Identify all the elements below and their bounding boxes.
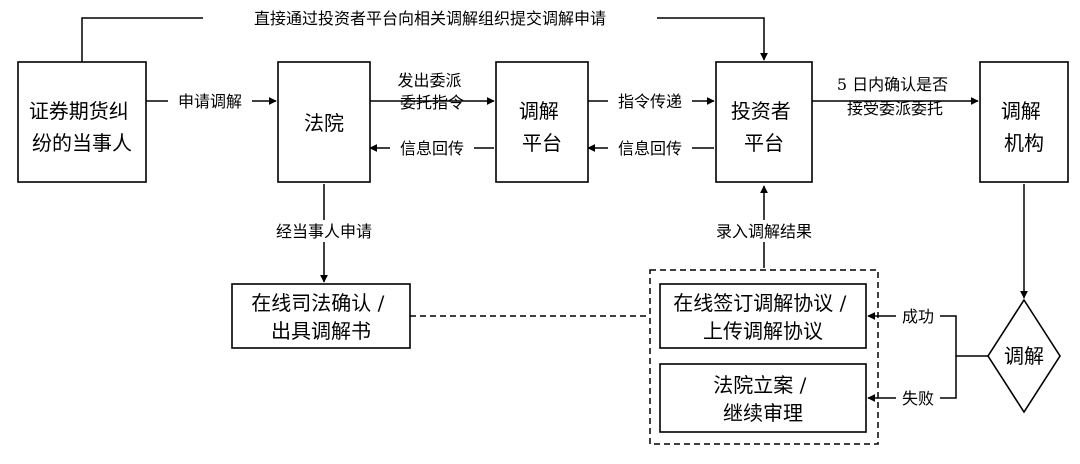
node-investor-platform — [715, 61, 813, 183]
svg-text:调解 机构: 调解 机构 — [1001, 99, 1047, 155]
label-failure: 失败 — [902, 389, 934, 408]
label-record-result: 录入调解结果 — [716, 222, 812, 241]
mediation-platform-label-line2: 平台 — [522, 131, 562, 155]
label-success: 成功 — [902, 307, 934, 326]
svg-text:发出委派 委托指令: 发出委派 委托指令 — [397, 71, 466, 112]
node-decision — [987, 298, 1061, 414]
svg-text:在线签订调解协议 / 上传调解协议: 在线签订调解协议 / 上传调解协议 — [673, 291, 852, 343]
node-mediation-platform — [495, 61, 589, 183]
svg-text:投资者 平台: 投资者 平台 — [731, 99, 797, 155]
svg-text:调解 平台: 调解 平台 — [519, 99, 565, 155]
label-info-return-court: 信息回传 — [400, 139, 464, 158]
party-label-line1: 证券期货纠 — [29, 99, 129, 123]
svg-text:在线司法确认 / 出具调解书: 在线司法确认 / 出具调解书 — [251, 291, 390, 343]
label-party-apply: 经当事人申请 — [276, 222, 372, 241]
party-label-line2: 纷的当事人 — [32, 131, 132, 155]
dashed-group — [649, 269, 879, 445]
node-mediation-org — [979, 61, 1069, 183]
sign-agreement-label-line1: 在线签订调解协议 / — [673, 291, 846, 315]
court-label: 法院 — [304, 111, 344, 135]
court-filing-label-line2: 继续审理 — [723, 401, 803, 425]
mediation-platform-label-line1: 调解 — [519, 99, 559, 123]
node-party — [17, 61, 147, 183]
label-issue-order-line2: 委托指令 — [400, 93, 464, 112]
label-issue-order-line1: 发出委派 — [397, 71, 461, 90]
mediation-org-label-line2: 机构 — [1004, 131, 1044, 155]
svg-text:5 日内确认是否 接受委派委托: 5 日内确认是否 接受委派委托 — [837, 75, 953, 118]
online-judicial-label-line1: 在线司法确认 / — [251, 291, 384, 315]
mediation-org-label-line1: 调解 — [1001, 99, 1041, 123]
label-direct-submit: 直接通过投资者平台向相关调解组织提交调解申请 — [254, 9, 606, 28]
court-filing-label-line1: 法院立案 / — [713, 373, 806, 397]
node-sign-agreement — [659, 283, 867, 349]
investor-platform-label-line1: 投资者 — [731, 99, 791, 123]
decision-label: 调解 — [1004, 344, 1044, 368]
label-confirm-accept-line2: 接受委派委托 — [847, 99, 943, 118]
label-confirm-accept-line1: 5 日内确认是否 — [837, 75, 948, 94]
svg-text:证券期货纠 纷的当事人: 证券期货纠 纷的当事人 — [29, 99, 135, 155]
investor-platform-label-line2: 平台 — [744, 131, 784, 155]
node-court-filing — [659, 363, 867, 433]
online-judicial-label-line2: 出具调解书 — [271, 319, 371, 343]
sign-agreement-label-line2: 上传调解协议 — [703, 319, 823, 343]
label-info-return-platform: 信息回传 — [618, 139, 682, 158]
node-court — [277, 61, 371, 183]
label-order-transmit: 指令传递 — [618, 92, 682, 111]
label-apply-mediation: 申请调解 — [178, 92, 242, 111]
node-online-judicial — [231, 283, 411, 349]
svg-text:法院立案 / 继续审理: 法院立案 / 继续审理 — [713, 373, 812, 425]
